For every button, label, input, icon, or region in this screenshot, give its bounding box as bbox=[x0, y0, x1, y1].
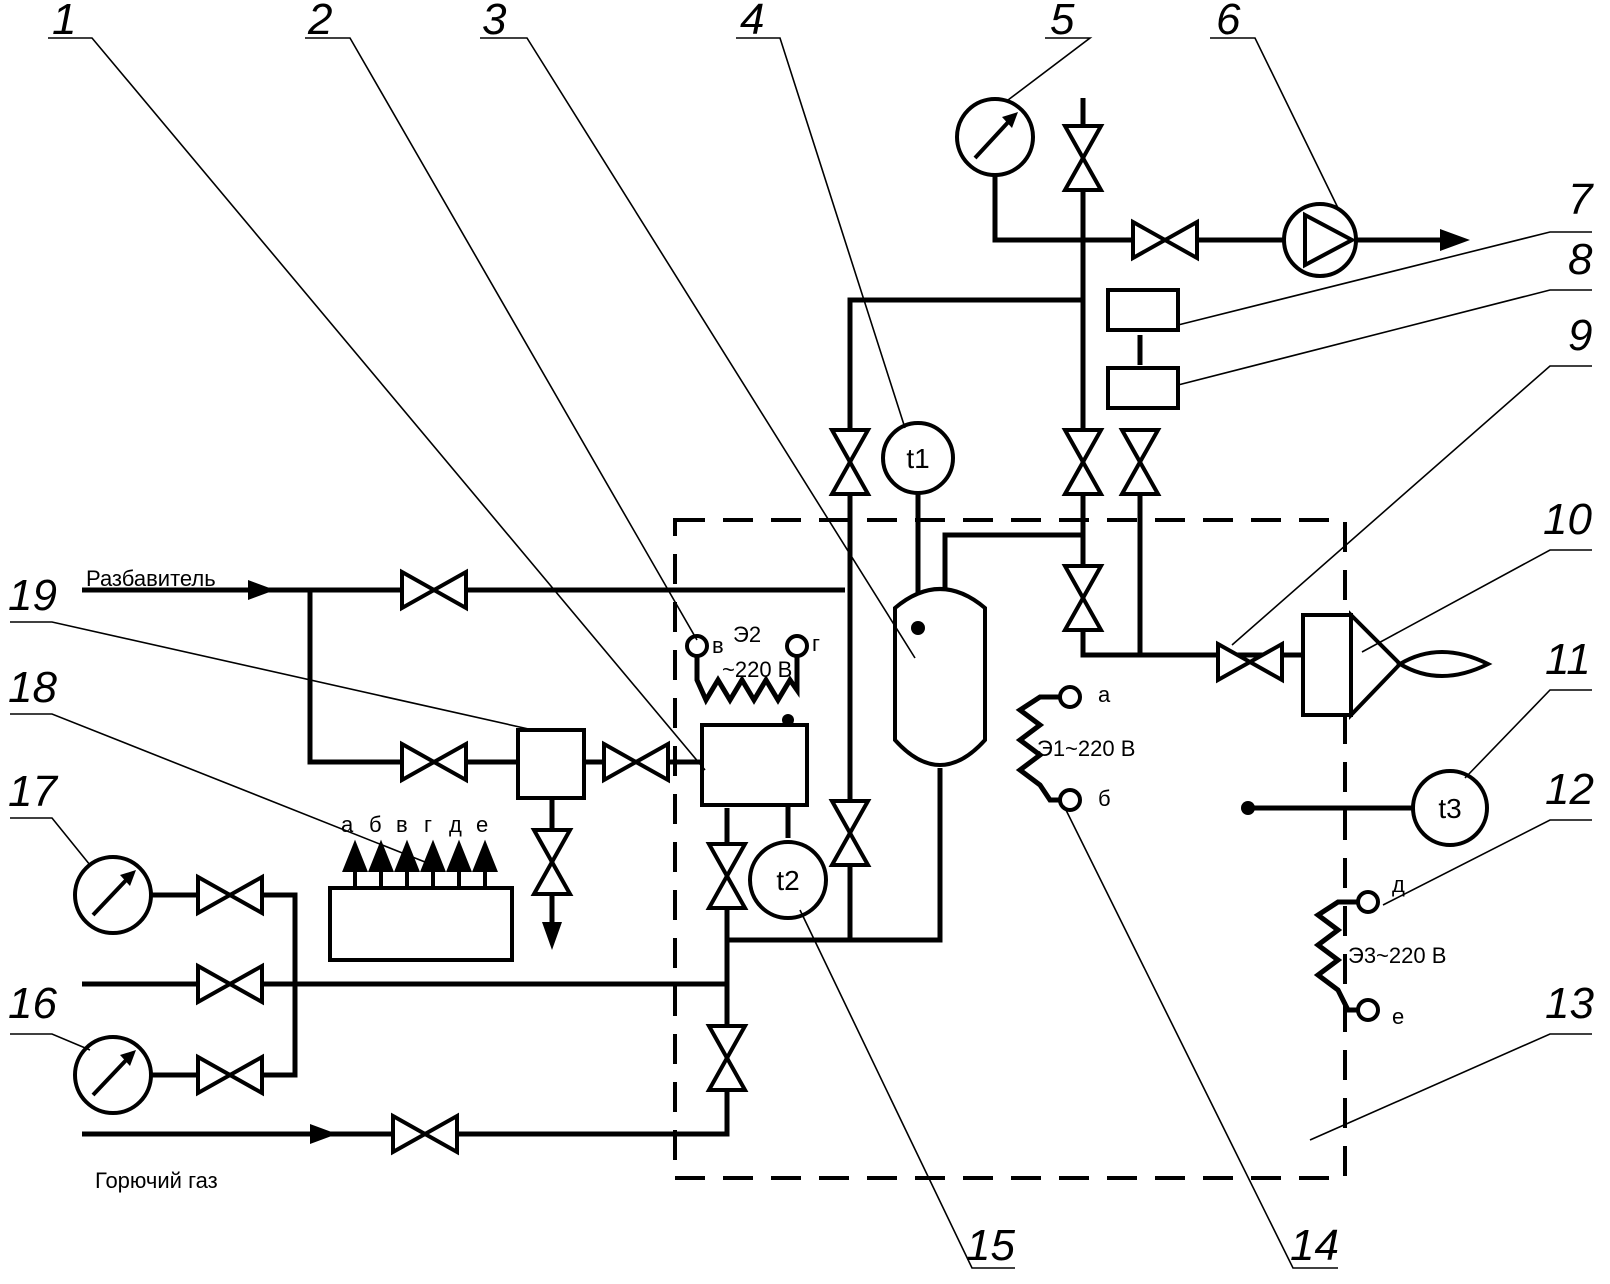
callout-3: 3 bbox=[482, 0, 507, 44]
callout-16: 16 bbox=[8, 979, 57, 1028]
thermometer-t2-label: t2 bbox=[776, 865, 799, 896]
leader-lines bbox=[10, 37, 1592, 1269]
dosing-block bbox=[516, 728, 586, 800]
e1-terminal-a bbox=[1058, 685, 1082, 709]
callout-2: 2 bbox=[307, 0, 332, 44]
callout-10: 10 bbox=[1543, 495, 1592, 544]
callout-15: 15 bbox=[966, 1221, 1015, 1270]
distributor-term-v: в bbox=[396, 812, 408, 837]
callout-7: 7 bbox=[1568, 175, 1594, 224]
distributor-term-d: д bbox=[449, 812, 462, 837]
e3-term-e-label: е bbox=[1392, 1004, 1404, 1029]
callout-12: 12 bbox=[1545, 765, 1594, 814]
fuel-gas-label: Горючий газ bbox=[95, 1168, 218, 1193]
thermometer-t1 bbox=[881, 421, 955, 495]
fuel-flow-arrow bbox=[310, 1124, 337, 1144]
unit-8 bbox=[1106, 366, 1180, 410]
callout-14: 14 bbox=[1290, 1221, 1339, 1270]
e1-label: Э1~220 В bbox=[1037, 736, 1135, 761]
t3-probe-point bbox=[1241, 801, 1255, 815]
callout-19: 19 bbox=[8, 571, 57, 620]
callout-4: 4 bbox=[740, 0, 764, 44]
e2-term-g-label: г bbox=[812, 631, 820, 656]
thermometer-t3-label: t3 bbox=[1438, 793, 1461, 824]
unit-7 bbox=[1106, 288, 1180, 332]
e2-voltage: ~220 В bbox=[722, 657, 792, 682]
distributor-arrows bbox=[342, 839, 498, 888]
thermometer-t3 bbox=[1411, 769, 1489, 847]
pressure-gauge-16 bbox=[73, 1035, 153, 1115]
pump-triangle-icon bbox=[1303, 211, 1357, 269]
e3-terminal-e bbox=[1356, 998, 1380, 1022]
thermometer-t2 bbox=[748, 840, 828, 920]
mixer-probe-point bbox=[782, 714, 794, 726]
e3-label: Э3~220 В bbox=[1348, 943, 1446, 968]
pressure-gauge-17 bbox=[73, 855, 153, 935]
e2-term-v-label: в bbox=[712, 633, 724, 658]
burner-body bbox=[1301, 613, 1353, 717]
e2-label: Э2 bbox=[733, 622, 761, 647]
chamber-boundary bbox=[673, 518, 1347, 1180]
callout-18: 18 bbox=[8, 663, 57, 712]
callout-1: 1 bbox=[52, 0, 76, 44]
distributor-term-g: г bbox=[424, 812, 432, 837]
diluent-label: Разбавитель bbox=[86, 566, 216, 591]
e2-terminal-g bbox=[785, 634, 809, 658]
flame-icon bbox=[1396, 650, 1493, 678]
exhaust-arrow bbox=[1440, 229, 1470, 251]
callout-13: 13 bbox=[1545, 979, 1594, 1028]
callout-11: 11 bbox=[1545, 635, 1591, 684]
pump bbox=[1282, 202, 1358, 278]
drain-arrow bbox=[542, 922, 562, 950]
diluent-flow-arrow bbox=[248, 580, 275, 600]
mixer-unit bbox=[700, 723, 809, 807]
pressure-gauge-5 bbox=[955, 97, 1035, 177]
callout-9: 9 bbox=[1568, 311, 1592, 360]
heater-e3-coil bbox=[1313, 899, 1358, 1013]
heater-distributor bbox=[328, 886, 514, 962]
e1-terminal-b bbox=[1058, 788, 1082, 812]
pipelines bbox=[82, 98, 1455, 1137]
callout-17: 17 bbox=[8, 767, 58, 816]
distributor-term-e: е bbox=[476, 812, 488, 837]
e1-term-b-label: б bbox=[1098, 786, 1111, 811]
callout-6: 6 bbox=[1216, 0, 1241, 44]
callout-8: 8 bbox=[1568, 235, 1593, 284]
burner-nozzle bbox=[1349, 610, 1403, 720]
e3-terminal-d bbox=[1356, 890, 1380, 914]
callout-5: 5 bbox=[1050, 0, 1075, 44]
heater-e2-coil bbox=[694, 656, 800, 706]
vessel-probe-point bbox=[911, 621, 925, 635]
heater-e1-coil bbox=[1015, 694, 1060, 803]
e1-term-a-label: а bbox=[1098, 682, 1111, 707]
mixing-vessel bbox=[893, 587, 987, 767]
thermometer-t1-label: t1 bbox=[906, 443, 929, 474]
e3-term-d-label: д bbox=[1392, 872, 1405, 897]
distributor-term-b: б bbox=[369, 812, 382, 837]
